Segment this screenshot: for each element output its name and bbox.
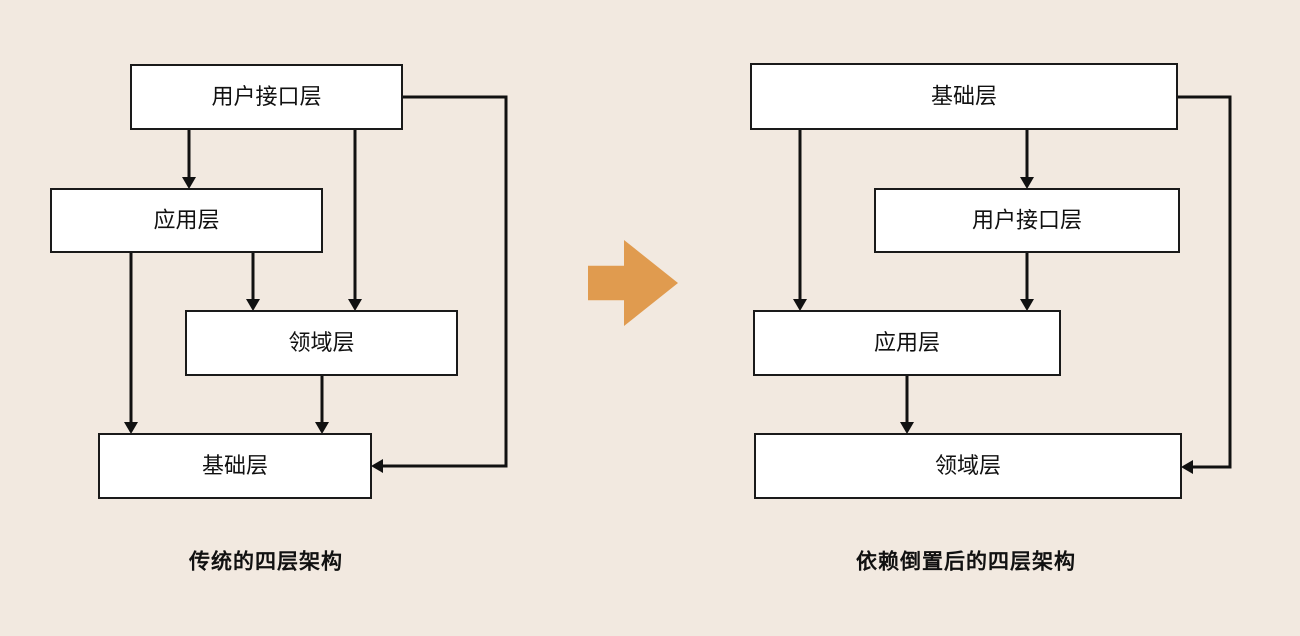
- arrowhead-down-icon: [900, 422, 914, 434]
- diagram-caption-inverted: 依赖倒置后的四层架构: [856, 550, 1076, 574]
- edge-app-to-infra: [124, 252, 138, 434]
- arrowhead-down-icon: [124, 422, 138, 434]
- node-traditional-app[interactable]: 应用层: [50, 188, 323, 253]
- node-label: 基础层: [931, 83, 997, 108]
- arrowhead-down-icon: [793, 299, 807, 311]
- edge-app-to-domain: [900, 375, 914, 434]
- node-label: 应用层: [874, 330, 940, 355]
- edge-ui-to-infra: [371, 95, 508, 473]
- node-traditional-infra[interactable]: 基础层: [98, 433, 372, 499]
- edge-infra-to-domain: [1177, 95, 1232, 474]
- edge-domain-to-infra: [315, 375, 329, 434]
- node-box[interactable]: [50, 188, 323, 253]
- arrowhead-down-icon: [348, 299, 362, 311]
- node-label: 用户接口层: [972, 207, 1082, 232]
- right-arrow-icon: [588, 240, 678, 326]
- diagram-caption-traditional: 传统的四层架构: [188, 550, 343, 574]
- node-box[interactable]: [750, 63, 1178, 130]
- node-box[interactable]: [130, 64, 403, 130]
- edge-ui-to-app: [182, 129, 196, 189]
- node-inverted-ui[interactable]: 用户接口层: [874, 188, 1180, 253]
- node-box[interactable]: [185, 310, 458, 376]
- edge-ui-to-app: [1020, 252, 1034, 311]
- node-label: 领域层: [935, 453, 1001, 478]
- node-traditional-domain[interactable]: 领域层: [185, 310, 458, 376]
- arrowhead-down-icon: [1020, 177, 1034, 189]
- edge-infra-to-ui: [1020, 129, 1034, 189]
- edge-app-to-domain: [246, 252, 260, 311]
- arrowhead-down-icon: [246, 299, 260, 311]
- node-box[interactable]: [754, 433, 1182, 499]
- node-box[interactable]: [753, 310, 1061, 376]
- arrowhead-left-icon: [371, 459, 383, 473]
- node-box[interactable]: [98, 433, 372, 499]
- node-inverted-domain[interactable]: 领域层: [754, 433, 1182, 499]
- node-traditional-ui[interactable]: 用户接口层: [130, 64, 403, 130]
- node-label: 基础层: [202, 453, 268, 478]
- arrowhead-down-icon: [182, 177, 196, 189]
- arrowhead-down-icon: [315, 422, 329, 434]
- edge-infra-to-app: [793, 129, 807, 311]
- edge-ui-to-domain: [348, 129, 362, 311]
- node-inverted-app[interactable]: 应用层: [753, 310, 1061, 376]
- node-box[interactable]: [874, 188, 1180, 253]
- node-label: 用户接口层: [211, 84, 321, 109]
- edge-path: [382, 95, 508, 468]
- node-label: 领域层: [288, 330, 354, 355]
- node-inverted-infra[interactable]: 基础层: [750, 63, 1178, 130]
- edge-path: [1177, 95, 1232, 469]
- node-label: 应用层: [153, 207, 219, 232]
- arrowhead-down-icon: [1020, 299, 1034, 311]
- arrowhead-left-icon: [1181, 460, 1193, 474]
